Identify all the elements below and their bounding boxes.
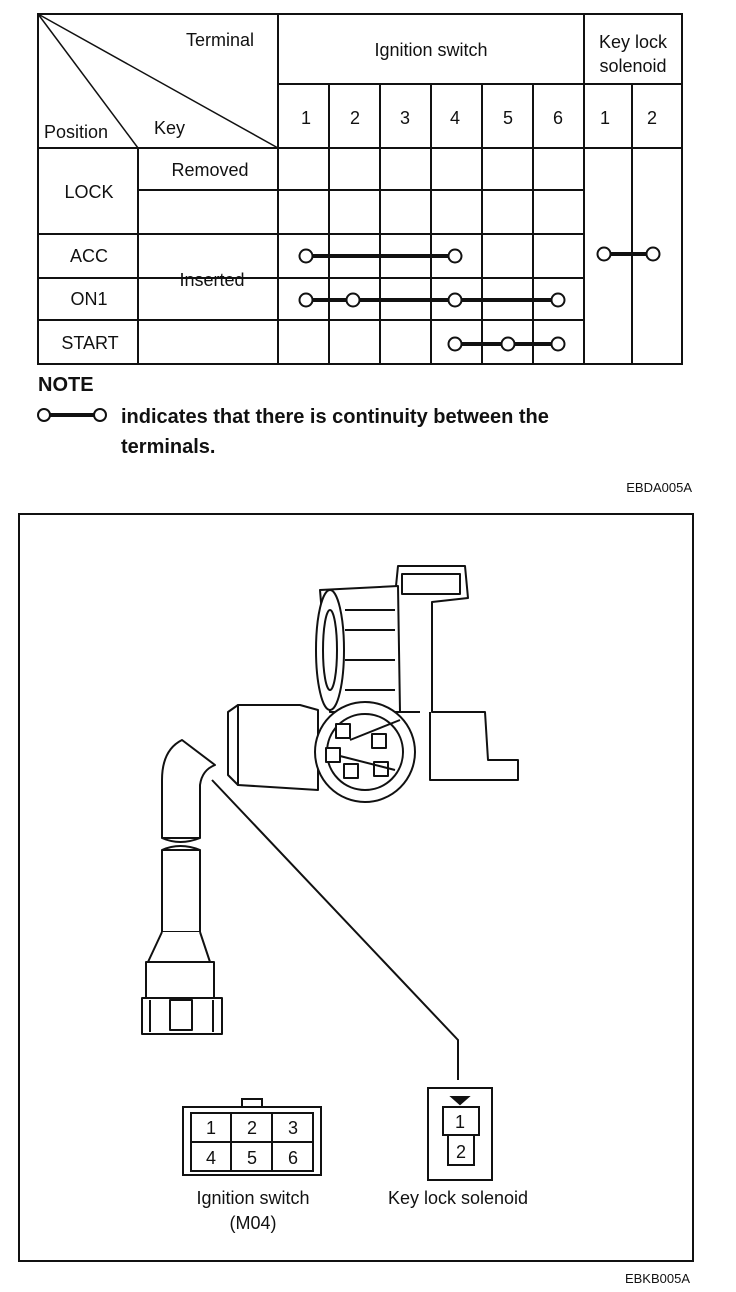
continuity-terminal-point xyxy=(645,246,661,262)
contact-arms xyxy=(339,719,401,771)
kl-pin-2: 2 xyxy=(456,1142,466,1162)
harness-boot xyxy=(147,931,211,963)
header-solenoid: solenoid xyxy=(599,56,666,76)
continuity-terminal-point xyxy=(500,336,516,352)
ign-terminal-2: 2 xyxy=(350,108,360,128)
ign-pin-3: 3 xyxy=(288,1118,298,1138)
continuity-terminal-point xyxy=(345,292,361,308)
figure-frame xyxy=(18,513,694,1262)
harness-upper xyxy=(161,739,216,839)
kl-pin-1: 1 xyxy=(455,1112,465,1132)
ign-pin-6: 6 xyxy=(288,1148,298,1168)
row-start: START xyxy=(61,333,118,353)
ignition-switch-code: (M04) xyxy=(229,1213,276,1233)
ignition-connector-face xyxy=(182,1098,322,1176)
connector-face-key xyxy=(241,1098,263,1108)
continuity-terminal-point xyxy=(447,248,463,264)
kl-terminal-2: 2 xyxy=(647,108,657,128)
continuity-terminal-point xyxy=(447,292,463,308)
keylock-face-outer xyxy=(427,1087,493,1181)
row-acc: ACC xyxy=(70,246,108,266)
harness-lower xyxy=(161,849,201,933)
note-text-line1: indicates that there is continuity betwe… xyxy=(121,406,549,428)
ignition-switch-label: Ignition switch xyxy=(196,1188,309,1208)
ignition-switch-assembly xyxy=(227,565,519,803)
ign-terminal-6: 6 xyxy=(553,108,563,128)
header-position: Position xyxy=(44,122,108,142)
keylock-face-key xyxy=(449,1096,471,1106)
solenoid-wire xyxy=(211,779,459,1080)
table-border xyxy=(37,13,683,365)
harness-break-bottom xyxy=(161,845,201,851)
note-text-line2: terminals. xyxy=(121,436,215,458)
key-inserted: Inserted xyxy=(179,270,244,290)
keylock-pin-2-box xyxy=(447,1134,475,1166)
terminal-screw-5 xyxy=(373,761,389,777)
header-terminal: Terminal xyxy=(186,30,254,50)
keylock-label: Key lock solenoid xyxy=(388,1188,528,1208)
row-lock: LOCK xyxy=(64,182,113,202)
header-key: Key xyxy=(154,118,185,138)
ignition-connector-body xyxy=(145,961,215,999)
ign-pin-5: 5 xyxy=(247,1148,257,1168)
harness-break-top xyxy=(161,837,201,843)
ign-pin-2: 2 xyxy=(247,1118,257,1138)
figure-code: EBKB005A xyxy=(625,1271,690,1286)
continuity-ignition-start xyxy=(447,336,566,352)
terminal-screw-4 xyxy=(371,733,387,749)
continuity-terminal-point xyxy=(550,336,566,352)
table-code: EBDA005A xyxy=(626,480,692,495)
continuity-ignition-on1 xyxy=(298,292,566,308)
row-on1: ON1 xyxy=(70,289,107,309)
housing-cap xyxy=(401,573,461,595)
continuity-terminal-point xyxy=(596,246,612,262)
switch-body xyxy=(237,704,319,791)
continuity-symbol xyxy=(37,408,107,422)
terminal-screw-3 xyxy=(343,763,359,779)
continuity-table xyxy=(37,13,683,365)
keylock-connector-face xyxy=(427,1087,493,1181)
header-ignition-switch: Ignition switch xyxy=(374,40,487,60)
ign-pin-4: 4 xyxy=(206,1148,216,1168)
continuity-terminal-point xyxy=(550,292,566,308)
key-removed: Removed xyxy=(171,160,248,180)
ign-pin-1: 1 xyxy=(206,1118,216,1138)
switch-end xyxy=(227,704,239,786)
continuity-keylock-acc-start xyxy=(596,246,661,262)
kl-terminal-1: 1 xyxy=(600,108,610,128)
keylock-terminal-numbers: 1 2 xyxy=(600,108,657,128)
ign-terminal-3: 3 xyxy=(400,108,410,128)
ign-terminal-5: 5 xyxy=(503,108,513,128)
continuity-terminal-point xyxy=(447,336,463,352)
continuity-terminal-point xyxy=(298,292,314,308)
note-heading: NOTE xyxy=(38,374,94,396)
header-key-lock: Key lock xyxy=(599,32,668,52)
continuity-terminal-point xyxy=(298,248,314,264)
connector-latch xyxy=(169,999,193,1031)
connector-face-outer xyxy=(182,1106,322,1176)
ignition-terminal-numbers: 1 2 3 4 5 6 xyxy=(301,108,563,128)
housing-ribs xyxy=(345,609,395,691)
ign-terminal-1: 1 xyxy=(301,108,311,128)
ign-terminal-4: 4 xyxy=(450,108,460,128)
continuity-ignition-acc xyxy=(298,248,463,264)
ignition-harness xyxy=(141,739,223,1035)
terminal-screw-2 xyxy=(325,747,341,763)
terminal-screw-1 xyxy=(335,723,351,739)
continuity-marks xyxy=(298,246,661,352)
key-cylinder-inner xyxy=(322,609,338,691)
